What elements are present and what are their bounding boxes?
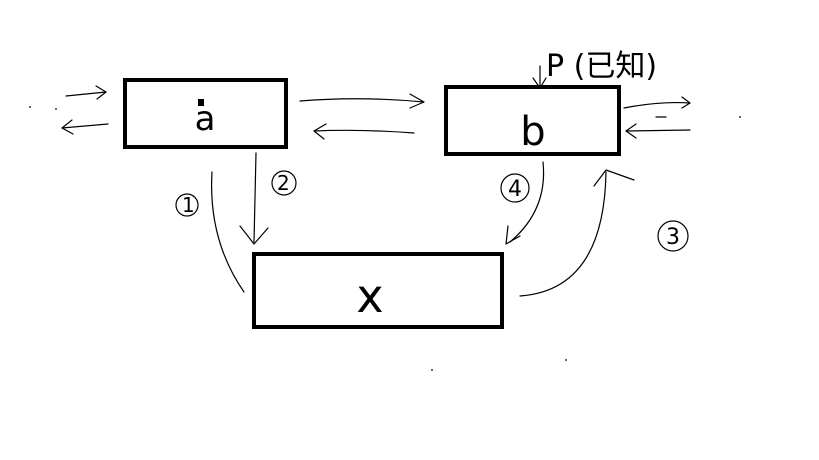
step4-label: 4 [508,177,522,202]
arrow-b-to-x-step4 [505,161,545,245]
step3-label: 3 [666,225,680,250]
p-note: P (已知) [546,49,657,84]
step1-label: 1 [182,193,195,217]
box-x-label: x [356,269,383,323]
arrow-a-to-x-step2 [239,152,269,245]
arrow-x-to-b-step3 [519,169,635,297]
box-b-label: b [520,109,545,155]
box-a-label: a [195,99,216,139]
arrow-into-b-right [625,123,691,139]
arrow-a-to-b [299,93,425,109]
arrow-into-a-left [65,85,107,100]
arrow-p-into-b [532,65,547,89]
arrow-out-of-b-right [623,96,691,109]
step2-label: 2 [277,171,290,195]
box-a: a [123,78,288,149]
box-b: b [444,85,621,156]
arrow-b-to-a [313,123,415,140]
box-x: x [252,252,504,329]
curve-step1 [211,171,245,293]
arrow-out-of-a-left [61,119,109,135]
